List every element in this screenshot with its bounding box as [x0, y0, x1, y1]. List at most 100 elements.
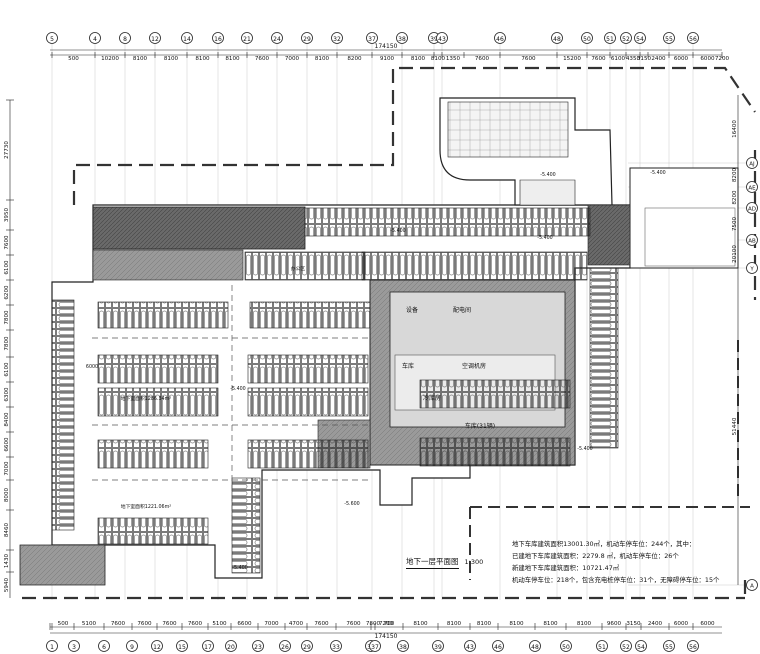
dim-value-left: 6100: [4, 260, 10, 275]
axis-bubble-bottom: [98, 640, 110, 652]
dim-value-bottom: 6600: [237, 621, 252, 627]
axis-bubble-top: [331, 32, 343, 44]
axis-bubble-top: [687, 32, 699, 44]
axis-bubble-bottom: [620, 640, 632, 652]
dim-value-bottom: 3150: [626, 621, 641, 627]
axis-label-bottom: 54: [637, 644, 645, 651]
site-boundary-dashed-bottom: [22, 580, 747, 600]
axis-label-right: Y: [749, 267, 754, 273]
room-label: 冷库房: [423, 394, 441, 402]
dim-value-top: 8100: [225, 56, 240, 62]
dim-value-top: 7000: [285, 56, 300, 62]
room-label: 空调机房: [462, 362, 486, 370]
note-line-4: 机动车停车位：218个，包含充电桩停车位：31个，无障碍停车位：15个: [512, 576, 720, 584]
axis-label-bottom: 48: [531, 644, 539, 651]
dim-value-right: 16400: [732, 120, 738, 138]
axis-bubble-bottom: [635, 640, 647, 652]
room-label: 设备: [406, 306, 418, 314]
dim-value-bottom: 7600: [188, 621, 203, 627]
axis-label-bottom: 50: [562, 644, 570, 651]
dim-value-left: 7600: [4, 235, 10, 250]
dim-value-bottom: 6000: [700, 621, 715, 627]
dim-value-bottom: 7600: [314, 621, 329, 627]
elevation-label: -5.400: [230, 386, 245, 392]
dim-value-left: 6100: [4, 362, 10, 377]
axis-bubble-top: [634, 32, 646, 44]
axis-bubble-bottom: [464, 640, 476, 652]
axis-label-top: 48: [553, 36, 561, 43]
dim-value-bottom: 2400: [648, 621, 663, 627]
axis-label-bottom: 29: [303, 644, 311, 651]
axis-bubble-right: [746, 202, 758, 214]
axis-label-bottom: 12: [153, 644, 161, 651]
axis-bubble-bottom: [330, 640, 342, 652]
axis-bubble-bottom: [529, 640, 541, 652]
dim-value-left: 3950: [4, 207, 10, 222]
axis-label-bottom: 23: [254, 644, 262, 651]
axis-label-top: 14: [183, 36, 191, 43]
axis-label-bottom: 37: [371, 644, 379, 651]
axis-label-top: 5: [50, 36, 54, 43]
note-line-2: 已建地下车库建筑面积：2279.8 ㎡，机动车停车位：26个: [512, 552, 679, 560]
axis-bubble-bottom: [225, 640, 237, 652]
dim-value-left: 27730: [4, 141, 10, 159]
dim-value-left: 1430: [4, 553, 10, 568]
axis-bubble-top: [494, 32, 506, 44]
stall-col-west-edge: [51, 299, 75, 531]
existing-garage-hatched: [92, 206, 306, 250]
elevation-label: -5.400: [537, 235, 552, 241]
dim-value-bottom: 7600: [346, 621, 361, 627]
entry-ramp-west: [19, 544, 106, 586]
dim-value-bottom: 8100: [543, 621, 558, 627]
note-line-1: 地下车库建筑面积13001.30㎡，机动车停车位：244个，其中：: [512, 540, 696, 548]
dim-value-top: 4350: [626, 56, 641, 62]
dim-value-left: 6200: [4, 285, 10, 300]
axis-bubble-bottom: [492, 640, 504, 652]
axis-bubble-bottom: [151, 640, 163, 652]
dim-value-bottom: 8100: [447, 621, 462, 627]
dim-value-left: 7000: [4, 461, 10, 476]
axis-label-bottom: 3: [72, 644, 76, 651]
axis-bubble-top: [301, 32, 313, 44]
dim-value-bottom: 700: [384, 621, 395, 627]
stall-row-west-3: [97, 387, 219, 417]
dim-value-left: 8400: [4, 412, 10, 427]
dim-value-left: 7800: [4, 310, 10, 325]
axis-bubble-bottom: [46, 640, 58, 652]
axis-bubble-top: [241, 32, 253, 44]
axis-label-top: 21: [243, 36, 251, 43]
axis-label-right: AB: [748, 239, 756, 245]
room-labels: 配电间空调机房设备车库冷库房车库(31辆)-5.400-5.400-5.400-…: [86, 170, 666, 571]
dim-value-top: 7200: [715, 56, 730, 62]
dim-value-bottom: 7600: [137, 621, 152, 627]
stall-row-west-1: [97, 301, 229, 329]
dim-value-top: 10200: [101, 56, 119, 62]
axis-label-bottom: 46: [494, 644, 502, 651]
dim-value-bottom: 6000: [674, 621, 689, 627]
stall-row-west-5: [97, 517, 209, 545]
total-dimension-bottom: 174150: [375, 633, 398, 640]
axis-bubble-top: [119, 32, 131, 44]
axis-bubble-right: [746, 262, 758, 274]
dim-value-bottom: 5100: [82, 621, 97, 627]
axis-bubble-bottom: [560, 640, 572, 652]
dim-value-right: 8200: [732, 167, 738, 182]
axis-bubble-bottom: [252, 640, 264, 652]
axis-label-bottom: 17: [204, 644, 212, 651]
total-dimension-top: 174150: [375, 43, 398, 50]
dim-value-bottom: 4700: [289, 621, 304, 627]
note-line-3: 新建地下车库建筑面积：10721.47㎡: [512, 564, 620, 572]
stall-row-equipment-2: [419, 379, 571, 409]
area-label: 地下室面积1221.06m²: [121, 503, 171, 510]
dim-value-top: 7600: [521, 56, 536, 62]
stall-row-center-1: [249, 301, 371, 329]
axis-label-bottom: 51: [598, 644, 606, 651]
axis-bubble-top: [46, 32, 58, 44]
axis-bubble-bottom: [126, 640, 138, 652]
stall-row-west-4: [97, 439, 209, 469]
axis-bubble-top: [551, 32, 563, 44]
axis-bubble-bottom: [369, 640, 381, 652]
dim-value-top: 2400: [651, 56, 666, 62]
